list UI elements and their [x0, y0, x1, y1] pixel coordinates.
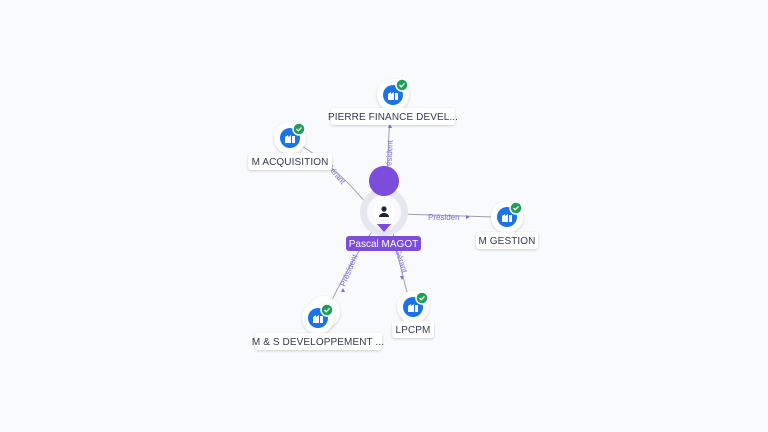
person-pin	[369, 166, 400, 196]
person-icon	[379, 206, 389, 217]
node-center-person[interactable]: Pascal MAGOT	[346, 166, 421, 251]
edge-arrow	[341, 288, 345, 292]
edge-msdev	[329, 225, 377, 305]
node-label: M ACQUISITION	[252, 157, 329, 168]
edge-arrow	[388, 124, 392, 128]
edge-label-pierre: Président	[384, 139, 395, 174]
edge-arrow	[466, 215, 470, 219]
node-label: M GESTION	[478, 236, 535, 247]
node-label: LPCPM	[396, 325, 431, 336]
person-pin-tip	[377, 224, 391, 232]
check-badge-icon	[509, 201, 523, 215]
center-label: Pascal MAGOT	[349, 239, 418, 250]
edge-label-mges: Présiden	[428, 213, 460, 222]
node-lpcpm[interactable]: LPCPM	[392, 291, 434, 338]
edge-label-msdev: Président	[339, 252, 360, 287]
check-badge-icon	[320, 303, 334, 317]
node-mges[interactable]: M GESTION	[476, 201, 538, 249]
node-macq[interactable]: M ACQUISITION	[248, 122, 332, 170]
check-badge-icon	[395, 78, 409, 92]
check-badge-icon	[292, 122, 306, 136]
edge-arrow	[400, 276, 404, 280]
node-label: PIERRE FINANCE DEVEL...	[328, 112, 458, 123]
node-label: M & S DEVELOPPEMENT ...	[252, 337, 384, 348]
node-pierre[interactable]: PIERRE FINANCE DEVEL...	[328, 78, 458, 125]
node-msdev[interactable]: M & S DEVELOPPEMENT ...	[252, 296, 384, 350]
check-badge-icon	[415, 291, 429, 305]
edge-mges	[399, 213, 495, 218]
edge-label-lpcpm: Gérant	[393, 248, 409, 275]
